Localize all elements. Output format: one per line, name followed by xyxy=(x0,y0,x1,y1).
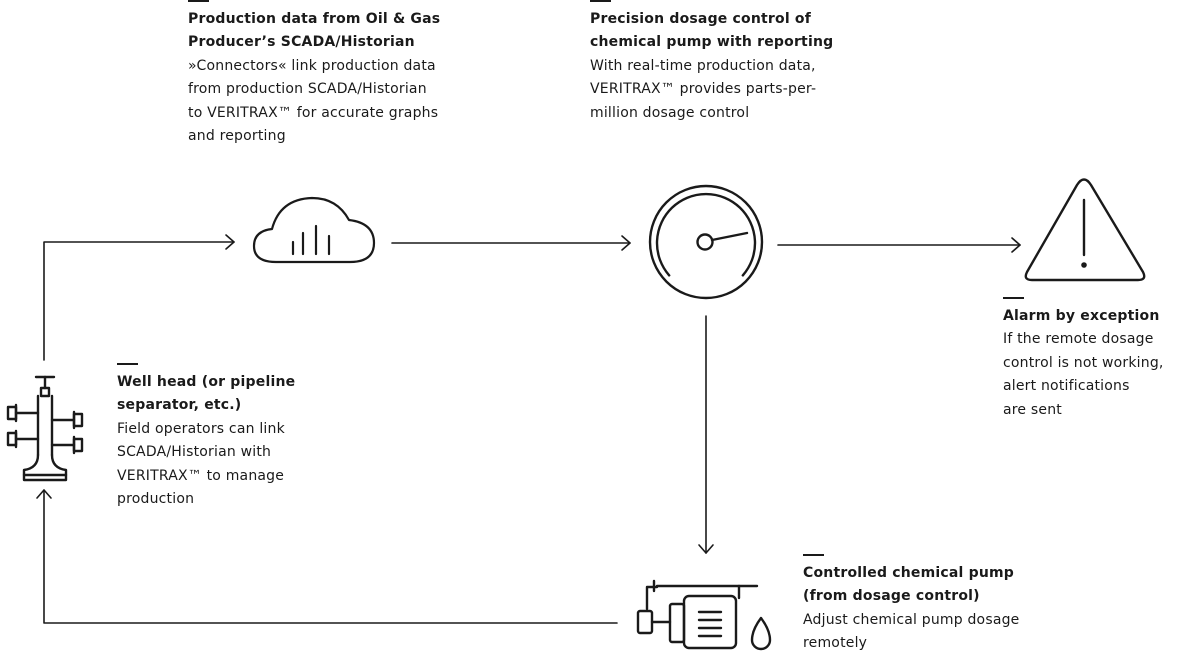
dosage-control-text: With real-time production data, VERITRAX… xyxy=(590,57,817,121)
note-rule xyxy=(188,0,209,2)
pump-text: Adjust chemical pump dosage remotely xyxy=(803,611,1020,652)
well-head-text: Field operators can link SCADA/Historian… xyxy=(117,420,285,508)
chemical-pump-icon xyxy=(636,579,772,651)
connector-well-to-cloud xyxy=(43,234,235,361)
production-data-note: Production data from Oil & Gas Producer’… xyxy=(188,0,440,149)
dosage-control-title: Precision dosage control of chemical pum… xyxy=(590,10,834,51)
note-rule xyxy=(117,363,138,365)
pump-note: Controlled chemical pump (from dosage co… xyxy=(803,554,1020,656)
well-head-title: Well head (or pipeline separator, etc.) xyxy=(117,373,296,414)
alarm-title: Alarm by exception xyxy=(1003,307,1160,324)
dosage-control-note: Precision dosage control of chemical pum… xyxy=(590,0,833,125)
cloud-chart-icon xyxy=(252,196,376,264)
alarm-note: Alarm by exception If the remote dosage … xyxy=(1003,297,1164,422)
well-head-icon xyxy=(6,375,84,482)
connector-gauge-to-pump xyxy=(698,315,714,554)
pump-title: Controlled chemical pump (from dosage co… xyxy=(803,564,1015,605)
note-rule xyxy=(803,554,824,556)
connector-gauge-to-alarm xyxy=(777,237,1021,253)
production-data-text: »Connectors« link production data from p… xyxy=(188,57,439,145)
note-rule xyxy=(590,0,611,2)
production-data-title: Production data from Oil & Gas Producer’… xyxy=(188,10,441,51)
warning-triangle-icon xyxy=(1024,178,1146,282)
connector-pump-to-well xyxy=(36,489,618,624)
well-head-note: Well head (or pipeline separator, etc.) … xyxy=(117,363,295,512)
alarm-text: If the remote dosage control is not work… xyxy=(1003,331,1164,418)
note-rule xyxy=(1003,297,1024,299)
gauge-icon xyxy=(648,184,764,300)
connector-cloud-to-gauge xyxy=(391,235,631,251)
